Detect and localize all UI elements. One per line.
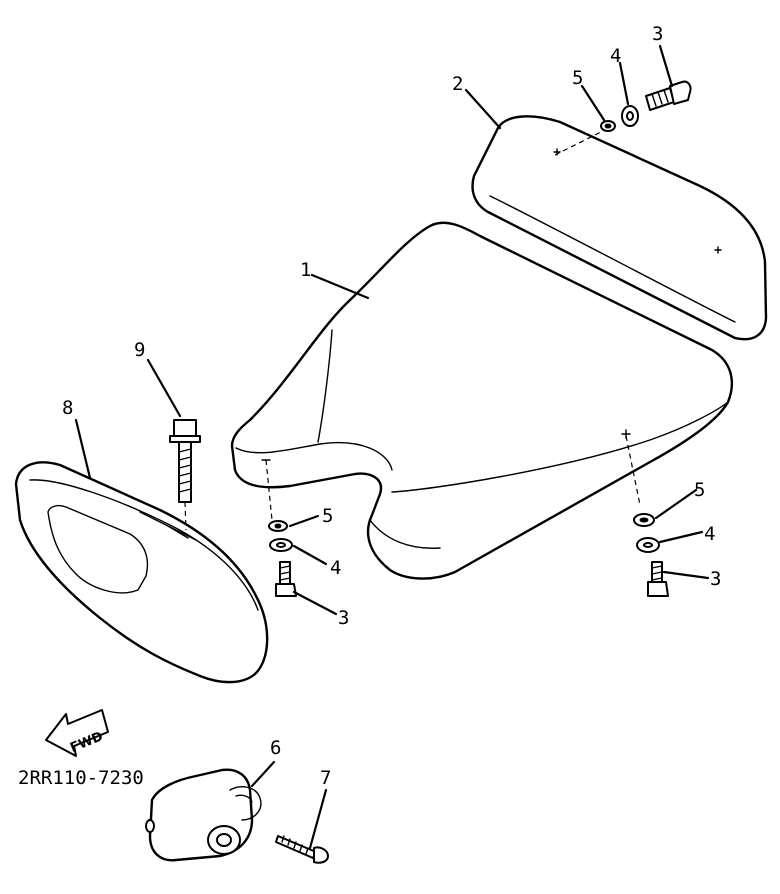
callout-6: 6 [270, 737, 281, 759]
callout-3-right: 3 [710, 568, 721, 590]
callout-5-left: 5 [322, 505, 333, 527]
part-6-seat-lock [145, 768, 262, 862]
callout-7: 7 [320, 767, 331, 789]
part-9-bolt [169, 419, 201, 531]
hardware-seat-right [633, 513, 669, 597]
callout-8: 8 [62, 397, 73, 419]
part-1-seat [230, 221, 734, 580]
callout-3-top: 3 [652, 23, 663, 45]
callout-5-top: 5 [572, 67, 583, 89]
diagram-code: 2RR110-7230 [18, 767, 144, 789]
part-2-backrest [471, 115, 768, 341]
callout-3-left: 3 [338, 607, 349, 629]
callout-9: 9 [134, 339, 145, 361]
callout-1: 1 [300, 259, 311, 281]
callout-4-top: 4 [610, 45, 621, 67]
hardware-top-right [600, 80, 692, 132]
hardware-seat-left [268, 520, 297, 597]
callout-numbers: 1 2 3 4 5 5 4 3 5 4 3 8 9 6 7 [62, 23, 721, 789]
fwd-arrow: FWD [45, 709, 109, 757]
part-8-side-cover [14, 461, 269, 684]
callout-2: 2 [452, 73, 463, 95]
callout-4-left: 4 [330, 557, 341, 579]
part-7-screw [275, 835, 329, 864]
callout-4-right: 4 [704, 523, 715, 545]
callout-5-right: 5 [694, 479, 705, 501]
leader-lines [74, 44, 710, 850]
